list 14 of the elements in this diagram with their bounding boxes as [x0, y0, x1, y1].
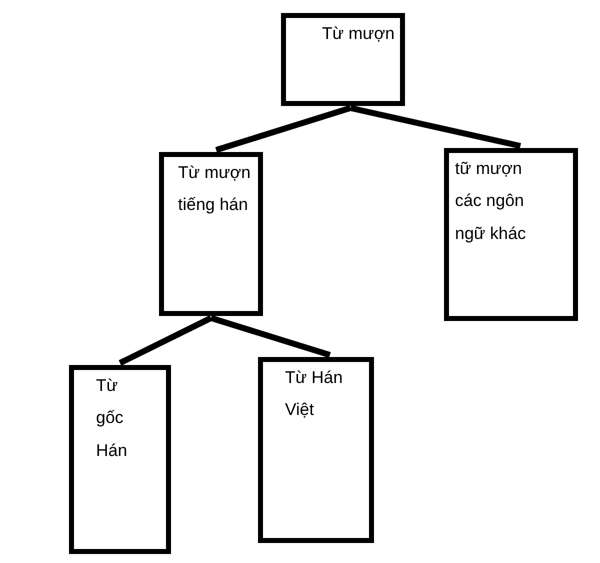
- text-box: [258, 357, 374, 543]
- connector-line: [350, 105, 522, 149]
- connector-line: [215, 105, 352, 153]
- box-label: Từ mượn: [322, 23, 396, 45]
- connector-line: [118, 315, 212, 366]
- text-box: [281, 13, 405, 106]
- box-label: Từ Hán Việt: [285, 367, 344, 422]
- box-label: tữ mượn các ngôn ngữ khác: [455, 158, 527, 245]
- text-box: [444, 148, 578, 321]
- box-label: Từ mượn tiếng hán: [178, 162, 252, 216]
- connector-line: [210, 315, 331, 358]
- text-box: [159, 152, 263, 316]
- text-box: [69, 365, 171, 554]
- box-label: Từ gốc Hán: [96, 375, 128, 462]
